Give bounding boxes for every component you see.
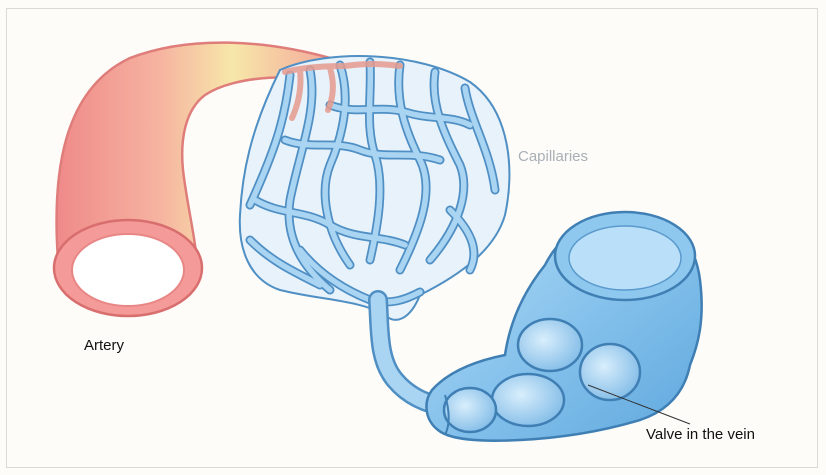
capillaries-label: Capillaries [518, 148, 588, 165]
artery-label: Artery [84, 337, 124, 354]
capillary-bed [240, 56, 510, 320]
valve-3 [492, 374, 564, 426]
vein-lumen [569, 226, 681, 290]
valve-label: Valve in the vein [646, 426, 755, 443]
valve-2 [580, 344, 640, 400]
artery-lumen [72, 234, 184, 306]
valve-4 [444, 388, 496, 432]
valve-1 [518, 319, 582, 371]
